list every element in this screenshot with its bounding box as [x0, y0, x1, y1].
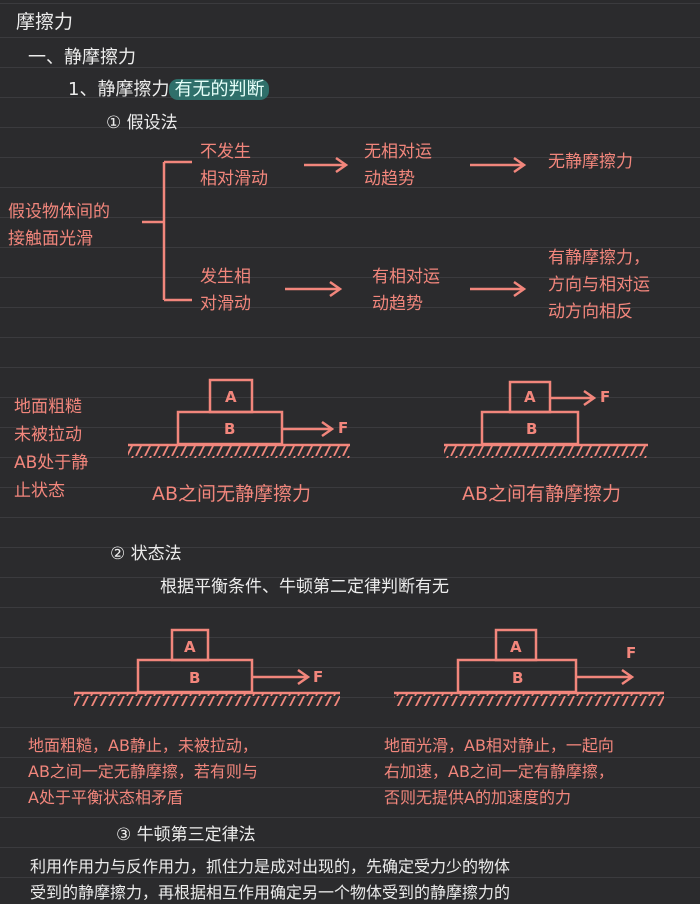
label-f: F	[600, 388, 610, 406]
bottom-branch-b-2: 动趋势	[372, 294, 423, 314]
method-3-text-line-1: 利用作用力与反作用力，抓住力是成对出现的，先确定受力少的物体	[30, 857, 511, 876]
label-b: B	[224, 420, 235, 438]
bottom-branch-a-2: 对滑动	[200, 294, 251, 314]
ground-hatch	[394, 694, 664, 706]
fig1-note-3: AB处于静	[14, 453, 89, 473]
method-2-description: 根据平衡条件、牛顿第二定律判断有无	[160, 577, 449, 597]
subheading-judgment: 1、静摩擦力有无的判断	[68, 79, 270, 101]
m2-left-line-1: 地面粗糙，AB静止，未被拉动，	[28, 736, 258, 755]
label-f: F	[313, 668, 323, 686]
fig1-note-2: 未被拉动	[14, 425, 82, 445]
m2-right-line-1: 地面光滑，AB相对静止，一起向	[384, 736, 614, 755]
subheading-highlight: 有无的判断	[169, 79, 270, 100]
ground-hatch	[128, 446, 350, 458]
label-f: F	[626, 644, 636, 662]
label-a: A	[524, 388, 536, 406]
bottom-branch-b-1: 有相对运	[372, 267, 440, 287]
top-branch-b-2: 动趋势	[364, 169, 415, 189]
m2-right-line-2: 右加速，AB之间一定有静摩擦，	[384, 762, 614, 781]
label-a: A	[184, 638, 196, 656]
label-a: A	[510, 638, 522, 656]
label-b: B	[512, 669, 523, 687]
arrow-top-1	[304, 156, 349, 174]
top-branch-result: 无静摩擦力	[548, 152, 633, 172]
bottom-branch-result-2: 方向与相对运	[548, 275, 650, 295]
force-arrow	[621, 668, 635, 686]
fig1-note-4: 止状态	[14, 481, 65, 501]
force-arrow	[583, 389, 597, 407]
fig1-caption-left: AB之间无静摩擦力	[152, 483, 312, 505]
force-arrow	[321, 420, 335, 438]
force-arrow	[297, 668, 311, 686]
method-3-title: ③ 牛顿第三定律法	[116, 825, 256, 845]
top-branch-b-1: 无相对运	[364, 142, 432, 162]
branch-bracket	[142, 160, 192, 302]
fig1-right-diagram: A B F	[444, 380, 648, 458]
m2-right-line-3: 否则无提供A的加速度的力	[384, 788, 571, 807]
ground-hatch	[444, 446, 648, 458]
label-b: B	[526, 420, 537, 438]
top-branch-a-2: 相对滑动	[200, 169, 268, 189]
method-1-title: ① 假设法	[106, 113, 178, 133]
arrow-bottom-1	[285, 280, 343, 298]
page-title: 摩擦力	[16, 11, 74, 33]
assume-line-2: 接触面光滑	[8, 229, 93, 249]
assume-line-1: 假设物体间的	[8, 202, 110, 222]
arrow-top-2	[470, 156, 527, 174]
top-branch-a-1: 不发生	[200, 142, 251, 162]
bottom-branch-result-1: 有静摩擦力，	[548, 248, 650, 268]
fig1-caption-right: AB之间有静摩擦力	[462, 483, 622, 505]
ground-hatch	[74, 694, 340, 706]
bottom-branch-result-3: 动方向相反	[548, 302, 633, 322]
method-2-title: ② 状态法	[110, 544, 182, 564]
fig1-note-1: 地面粗糙	[14, 397, 82, 417]
m2-left-line-3: A处于平衡状态相矛盾	[28, 788, 183, 807]
label-a: A	[225, 388, 237, 406]
label-f: F	[338, 419, 348, 437]
m2-left-line-2: AB之间一定无静摩擦，若有则与	[28, 762, 258, 781]
arrow-bottom-2	[470, 280, 527, 298]
subheading-prefix: 1、静摩擦力	[68, 79, 170, 100]
fig2-right-diagram: A B F	[394, 628, 664, 706]
fig1-left-diagram: A B F	[128, 378, 350, 458]
bottom-branch-a-1: 发生相	[200, 267, 251, 287]
fig2-left-diagram: A B F	[74, 628, 340, 706]
method-3-text-line-2: 受到的静摩擦力，再根据相互作用确定另一个物体受到的静摩擦力的	[30, 883, 511, 902]
section-heading-static-friction: 一、静摩擦力	[28, 47, 136, 68]
label-b: B	[189, 669, 200, 687]
